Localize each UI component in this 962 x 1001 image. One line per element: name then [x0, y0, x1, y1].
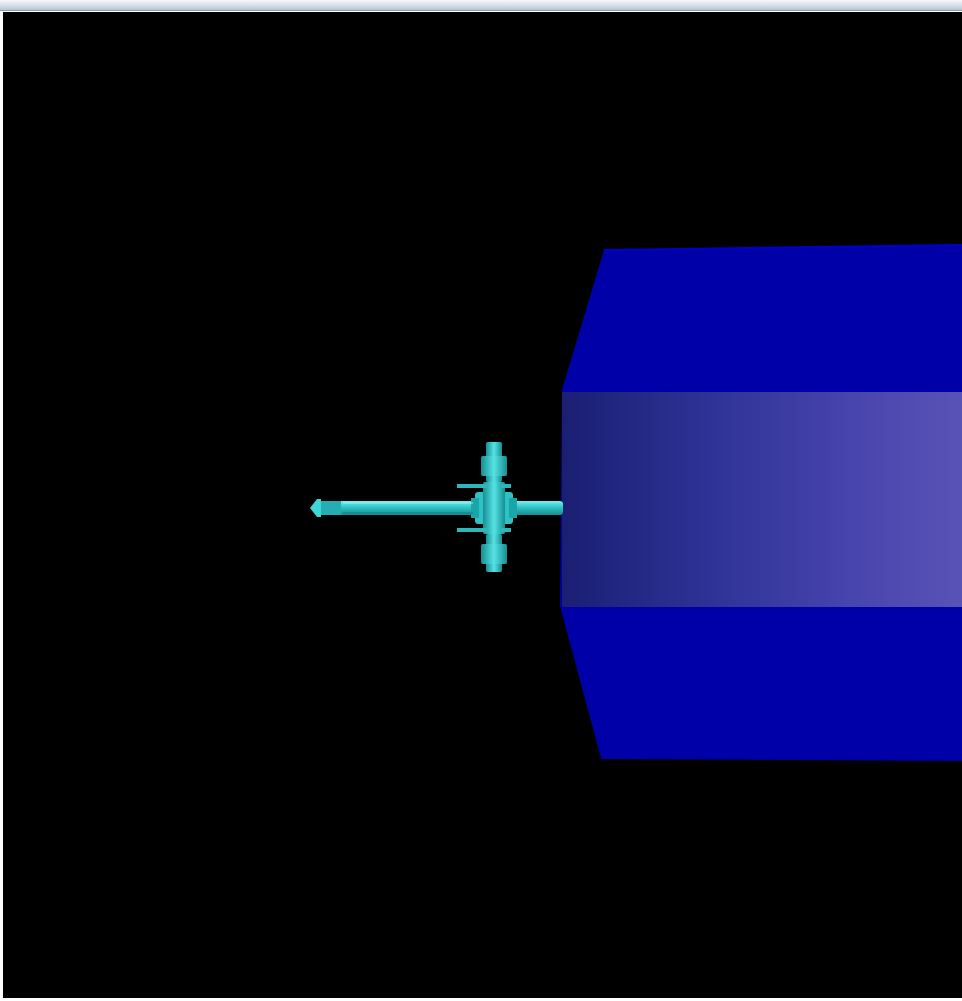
detector-inner-band [562, 392, 962, 607]
probe-column-cap-bottom [481, 544, 507, 564]
scene-canvas[interactable] [3, 12, 962, 998]
probe-tip [310, 499, 321, 517]
probe-arm-lower [457, 528, 487, 532]
probe-arm-lower-right [501, 528, 511, 532]
probe-arm-upper [457, 484, 487, 488]
probe-hub-flange-right [509, 498, 517, 518]
blue-octagonal-detector-icon [560, 244, 962, 761]
probe-tip-collar [321, 501, 341, 515]
probe-arm-upper-right [501, 484, 511, 488]
probe-hub-core [483, 482, 505, 534]
probe-column-cap-top [481, 456, 507, 476]
detector-top-edge [603, 244, 962, 251]
cyan-probe-icon[interactable] [310, 442, 563, 572]
probe-hub-flange-left [471, 498, 479, 518]
window-title-bar [0, 0, 962, 11]
window-bottom-border [0, 998, 962, 1001]
3d-viewport[interactable] [3, 12, 962, 998]
detector-bottom-edge [600, 757, 962, 761]
